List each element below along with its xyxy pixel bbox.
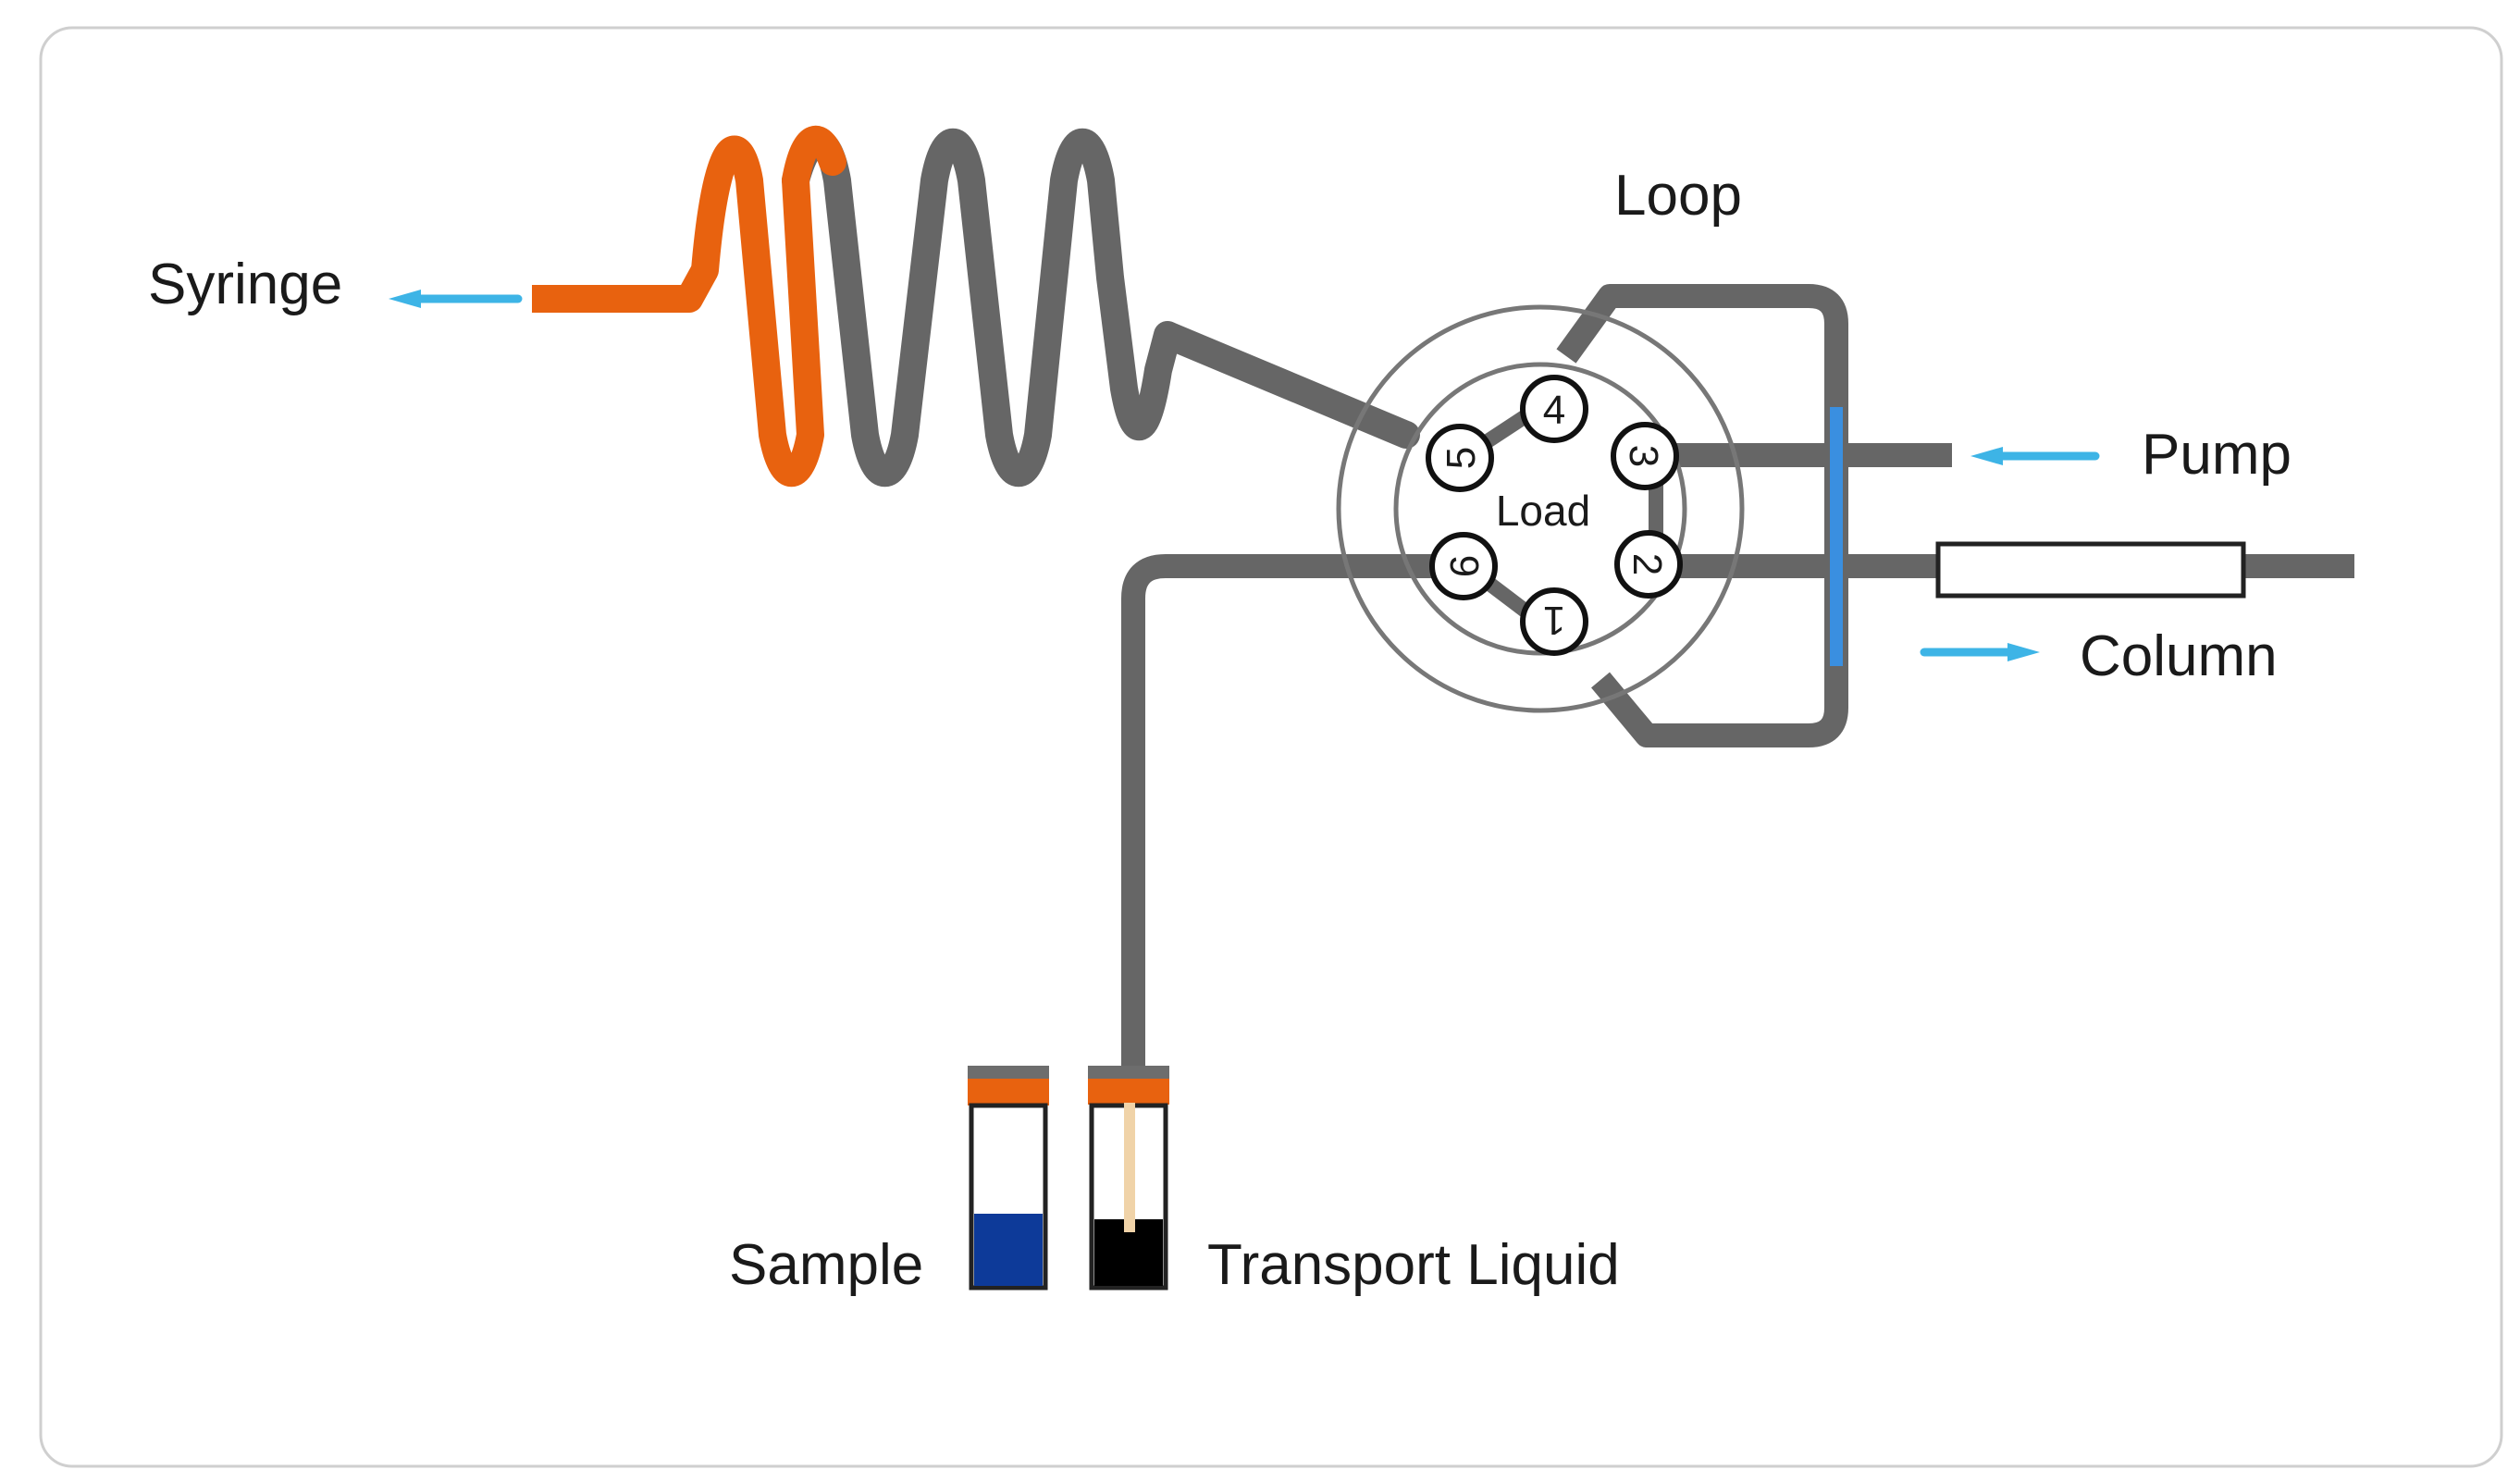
port-1: 1 xyxy=(1520,587,1588,656)
port-2: 2 xyxy=(1614,530,1683,599)
loop-label: Loop xyxy=(1614,164,1742,228)
holding-coil xyxy=(782,129,1420,487)
port-4-label: 4 xyxy=(1543,388,1565,433)
sample-label: Sample xyxy=(729,1233,923,1297)
transport-liquid-label: Transport Liquid xyxy=(1207,1233,1620,1297)
port-1-label: 1 xyxy=(1543,598,1565,643)
port-3: 3 xyxy=(1611,422,1679,490)
valve-position-label: Load xyxy=(1496,487,1590,535)
column-body xyxy=(1935,541,2246,599)
pump-label: Pump xyxy=(2142,423,2291,487)
sample-vial xyxy=(968,1066,1049,1291)
port-6-label: 6 xyxy=(1442,555,1488,577)
valve-outer-ring xyxy=(1336,304,1745,713)
port-3-label: 3 xyxy=(1621,445,1666,467)
holding-coil-sample xyxy=(691,126,846,487)
pump-flow-arrow xyxy=(1970,447,2100,465)
port-5: 5 xyxy=(1426,424,1494,492)
transport-liquid-vial xyxy=(1088,1066,1169,1291)
port-2-label: 2 xyxy=(1624,553,1670,575)
column-label: Column xyxy=(2080,624,2278,688)
column-flow-arrow xyxy=(1920,643,2040,661)
diagram-frame xyxy=(39,26,2503,1468)
valve-inner-ring xyxy=(1393,362,1687,656)
syringe-flow-arrow xyxy=(389,290,523,308)
syringe-label: Syringe xyxy=(148,253,342,316)
port-5-label: 5 xyxy=(1439,447,1484,469)
transport-needle-line xyxy=(1121,554,1457,1082)
injection-valve: 4 3 2 1 6 5 Load xyxy=(1336,304,1745,713)
port-6: 6 xyxy=(1429,532,1498,600)
port-4: 4 xyxy=(1520,375,1588,443)
